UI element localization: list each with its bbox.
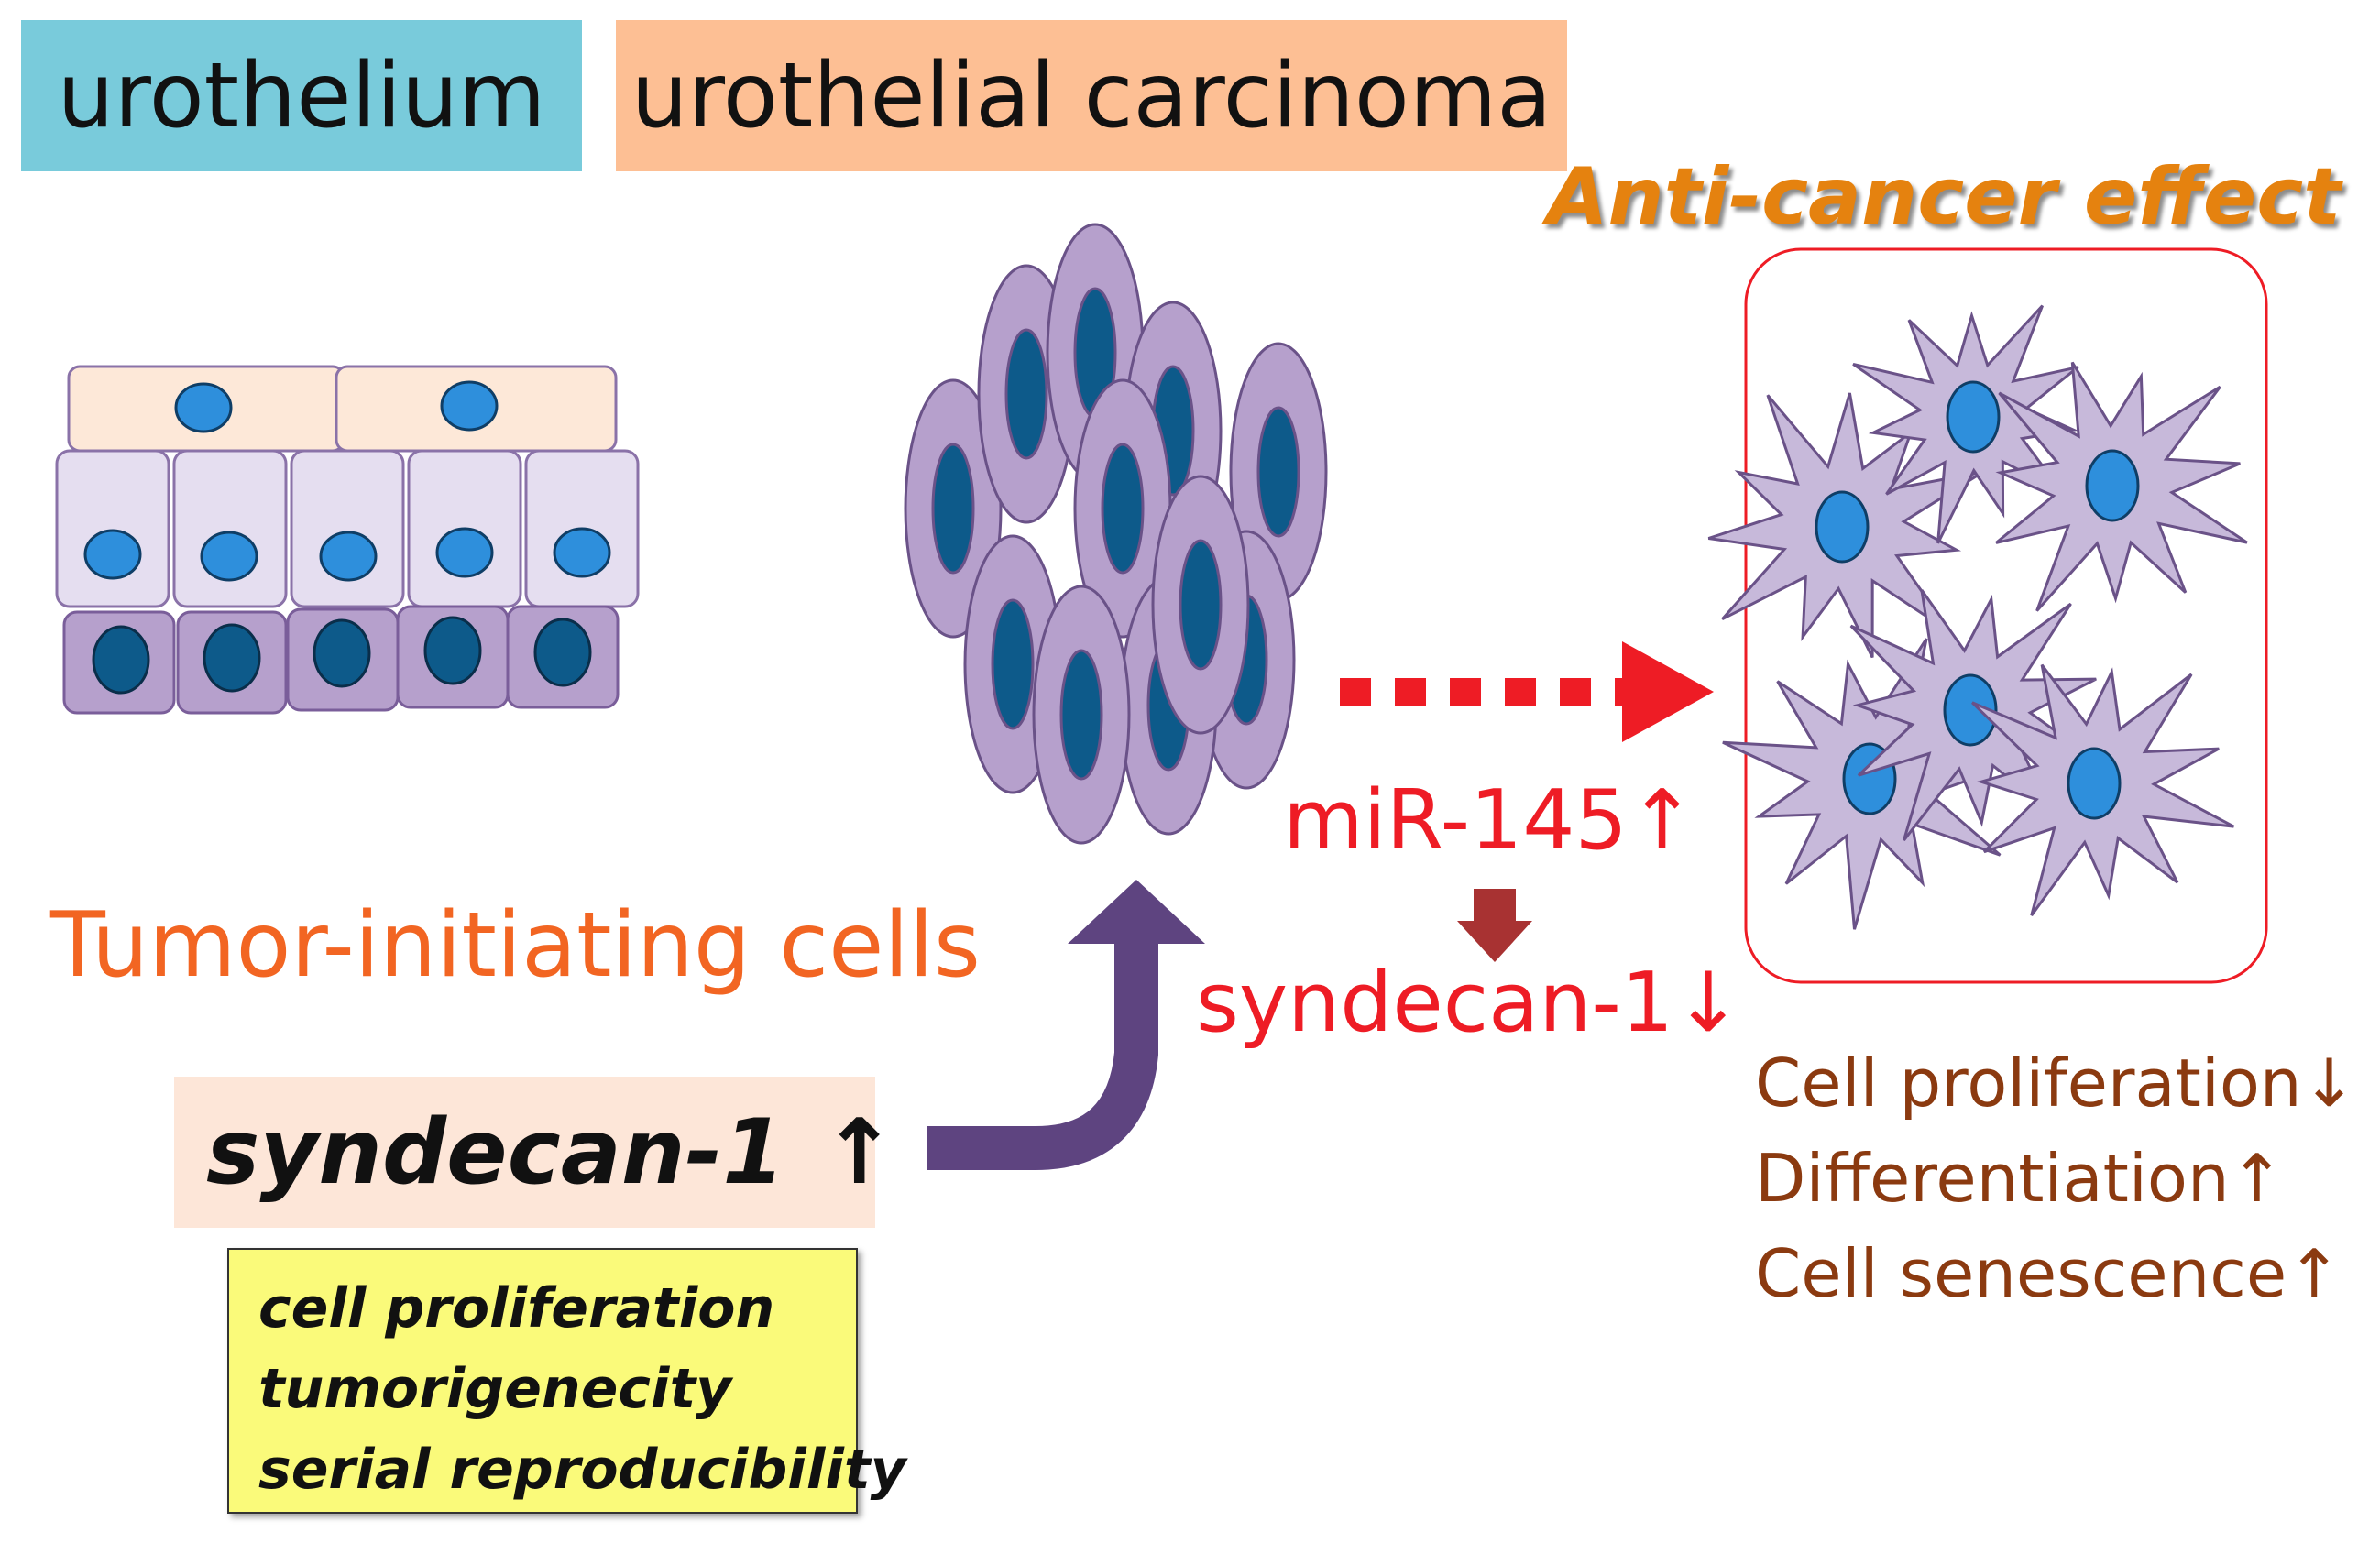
nucleus	[440, 380, 499, 432]
nucleus	[553, 527, 611, 578]
nucleus	[200, 531, 258, 582]
effect-item: Cell proliferation↓	[1755, 1045, 2357, 1122]
senescent-cell	[1852, 304, 2079, 544]
effect-item: Differentiation↑	[1755, 1140, 2285, 1217]
intermediate-cell	[290, 449, 405, 608]
nucleus	[92, 625, 150, 695]
red-dashed-arrow	[1340, 641, 1714, 742]
syndecan-1-up-label: syndecan-1	[206, 1100, 785, 1205]
syndecan-1-down-label: syndecan-1↓	[1196, 955, 1743, 1051]
nucleus	[1946, 380, 2001, 454]
nucleus	[2067, 747, 2122, 820]
property-item: tumorigenecity	[258, 1357, 732, 1421]
senescent-cell	[1971, 663, 2235, 916]
urothelium-label: urothelium	[21, 20, 582, 171]
tumor-cell	[1151, 475, 1250, 735]
intermediate-cell	[172, 449, 288, 608]
nucleus	[83, 529, 142, 580]
intermediate-cell	[55, 449, 170, 608]
nucleus	[174, 382, 233, 433]
tumor-cell	[904, 378, 1003, 639]
property-item: cell proliferation	[258, 1276, 775, 1341]
urothelium-illustration	[55, 365, 640, 715]
urothelial-carcinoma-label: urothelial carcinoma	[616, 20, 1567, 171]
nucleus	[435, 527, 494, 578]
anti-cancer-effect-title: Anti-cancer effect	[1547, 151, 2342, 243]
senescent-cells	[1707, 304, 2248, 930]
effect-item: Cell senescence↑	[1755, 1235, 2342, 1312]
tumor-cell	[1032, 585, 1131, 845]
senescent-cell	[1707, 392, 1984, 659]
tumor-initiating-properties-box: cell proliferation tumorigenecity serial…	[227, 1248, 906, 1514]
nucleus	[1943, 673, 1998, 747]
tumor-initiating-cells-label: Tumor-initiating cells	[50, 893, 981, 998]
nucleus	[533, 618, 592, 687]
up-arrow-icon: ↑	[821, 1100, 897, 1205]
anti-cancer-effects-list: Cell proliferation↓ Differentiation↑ Cel…	[1755, 1035, 2357, 1321]
nucleus	[319, 531, 378, 582]
syndecan-1-up-box: syndecan-1 ↑	[174, 1077, 897, 1228]
nucleus	[423, 616, 482, 685]
nucleus	[1815, 490, 1870, 564]
nucleus	[313, 618, 371, 688]
property-item: serial reproducibility	[258, 1438, 906, 1502]
mir-145-up-label: miR-145↑	[1283, 772, 1697, 869]
senescent-cell	[1995, 361, 2248, 612]
nucleus	[203, 623, 261, 693]
purple-curved-arrow	[927, 880, 1205, 1170]
nucleus	[2085, 449, 2140, 522]
down-arrow-mir-to-syndecan	[1457, 889, 1532, 962]
carcinoma-cluster	[904, 223, 1328, 845]
